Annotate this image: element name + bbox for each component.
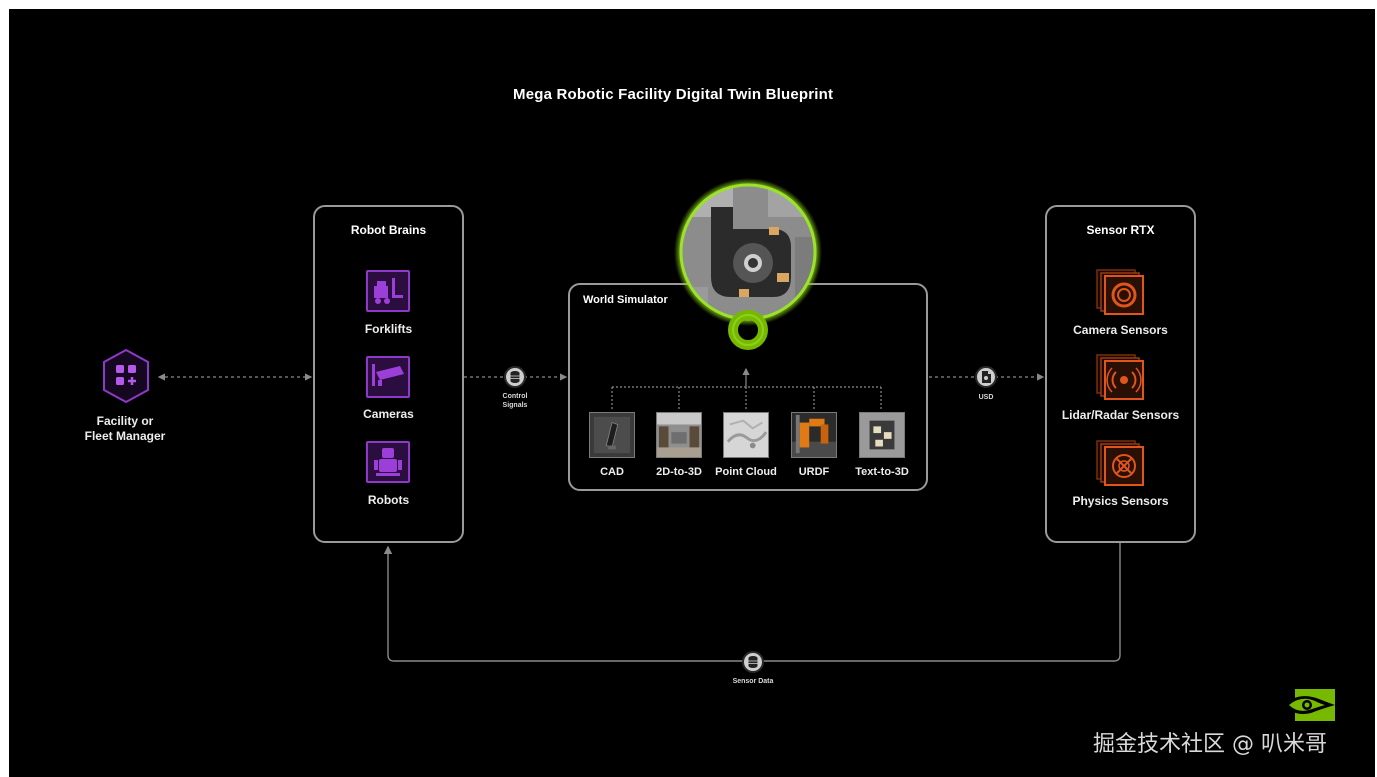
grid-apps-icon: [101, 348, 151, 404]
security-camera-icon: [366, 356, 410, 398]
diagram-title: Mega Robotic Facility Digital Twin Bluep…: [513, 86, 834, 103]
warehouse-thumbnail: [656, 412, 702, 458]
robot-icon: [366, 441, 410, 483]
control-signals-label-line2: Signals: [502, 402, 528, 409]
nvidia-omniverse-ring-icon: [727, 309, 769, 351]
physics-sensors-label: Physics Sensors: [1072, 494, 1169, 508]
camera-sensor-icon: [1095, 268, 1147, 316]
urdf-label: URDF: [798, 466, 830, 478]
world-simulator-title: World Simulator: [583, 294, 668, 306]
facility-render-image: [673, 177, 823, 327]
2d-to-3d-label: 2D-to-3D: [656, 466, 702, 478]
diagram-canvas: Mega Robotic Facility Digital Twin Bluep…: [9, 9, 1375, 777]
forklifts-label: Forklifts: [364, 322, 413, 336]
nvidia-logo-icon: [1281, 687, 1337, 723]
robots-label: Robots: [367, 493, 410, 507]
forklift-icon: [366, 270, 410, 312]
lidar-radar-sensors-label: Lidar/Radar Sensors: [1061, 408, 1180, 422]
sensor-data-label: Sensor Data: [732, 678, 774, 685]
control-signals-label-line1: Control: [502, 393, 528, 400]
cameras-label: Cameras: [363, 407, 414, 421]
camera-sensors-label: Camera Sensors: [1073, 323, 1168, 337]
watermark-text: 掘金技术社区 @ 叭米哥: [1093, 732, 1327, 757]
robot-brains-title: Robot Brains: [350, 223, 427, 237]
usd-file-icon: [975, 366, 997, 388]
robot-brains-box: [313, 205, 464, 543]
lidar-sensor-icon: [1095, 353, 1147, 401]
sensor-rtx-box: [1045, 205, 1196, 543]
facility-manager-label-line1: Facility or: [96, 414, 154, 428]
usd-label: USD: [978, 394, 994, 401]
cad-thumbnail: [589, 412, 635, 458]
sensor-rtx-title: Sensor RTX: [1086, 223, 1155, 237]
facility-manager-label-line2: Fleet Manager: [84, 429, 166, 443]
database-icon: [742, 651, 764, 673]
physics-sensor-icon: [1095, 439, 1147, 487]
robot-arm-thumbnail: [791, 412, 837, 458]
text-to-3d-label: Text-to-3D: [855, 466, 909, 478]
cad-label: CAD: [600, 466, 624, 478]
database-icon: [504, 366, 526, 388]
point-cloud-thumbnail: [723, 412, 769, 458]
boxes-thumbnail: [859, 412, 905, 458]
point-cloud-label: Point Cloud: [715, 466, 777, 478]
